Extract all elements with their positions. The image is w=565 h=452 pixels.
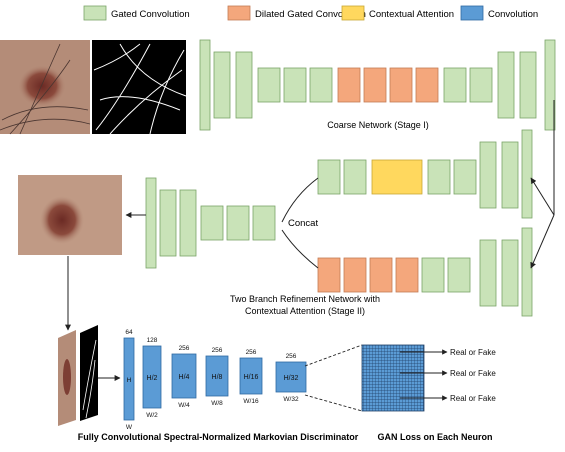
real-or-fake-label: Real or Fake	[450, 369, 496, 378]
discriminator-channel-label: 256	[246, 349, 257, 356]
coarse-network-label: Coarse Network (Stage I)	[327, 120, 429, 130]
discriminator-height-label: H/2	[147, 375, 158, 382]
refine-gated-layer	[200, 205, 224, 241]
upper-branch-merge	[281, 177, 319, 223]
discriminator-height-label: H/8	[212, 374, 223, 381]
discriminator-channel-label: 64	[125, 329, 133, 336]
legend-dilated-swatch	[227, 5, 251, 21]
coarse-dilated-layer	[389, 67, 413, 103]
legend-conv-label: Convolution	[488, 9, 538, 20]
concat-label: Concat	[288, 218, 318, 229]
discriminator-label: Fully Convolutional Spectral-Normalized …	[78, 432, 359, 442]
legend-attention-swatch	[341, 5, 365, 21]
discriminator-conv-layer	[239, 357, 263, 395]
discriminator-channel-label: 256	[212, 347, 223, 354]
refine-gated-layer	[343, 159, 367, 195]
discriminator-conv-layer	[123, 337, 135, 421]
coarse-network	[199, 39, 556, 131]
discriminator-width-label: W/8	[211, 400, 223, 407]
refine-gated-layer	[501, 239, 519, 307]
input-images	[0, 40, 187, 255]
discriminator-channel-label: 256	[286, 353, 297, 360]
refine-gated-layer	[479, 141, 497, 209]
refine-gated-layer	[226, 205, 250, 241]
refine-gated-layer	[479, 239, 497, 307]
refine-gated-layer	[447, 257, 471, 293]
discriminator-width-label: W	[126, 424, 133, 431]
skin-image-output	[18, 175, 122, 255]
coarse-gated-layer	[469, 67, 493, 103]
refine-dilated-layer	[369, 257, 393, 293]
refine-gated-layer	[453, 159, 477, 195]
legend: Gated Convolution Dilated Gated Convolut…	[83, 5, 538, 21]
discriminator-width-label: W/4	[178, 402, 190, 409]
refine-gated-layer	[159, 189, 177, 257]
refine-gated-layer	[427, 159, 451, 195]
hair-mask-input	[92, 40, 187, 135]
discriminator-height-label: H/16	[244, 374, 259, 381]
coarse-dilated-layer	[415, 67, 439, 103]
discriminator-inputs	[58, 325, 98, 426]
discriminator-conv-layer	[275, 361, 307, 393]
gan-loss-label: GAN Loss on Each Neuron	[377, 432, 492, 442]
real-or-fake-label: Real or Fake	[450, 348, 496, 357]
coarse-gated-layer	[309, 67, 333, 103]
legend-gated-swatch	[83, 5, 107, 21]
arrow-to-attention-branch	[530, 177, 555, 216]
discriminator-height-label: H/4	[179, 374, 190, 381]
legend-dilated-label: Dilated Gated Convolution	[255, 9, 366, 20]
coarse-gated-layer	[213, 51, 231, 119]
discriminator-width-label: W/32	[283, 396, 299, 403]
refine-gated-layer	[145, 177, 157, 269]
discriminator-channel-label: 128	[147, 337, 158, 344]
coarse-gated-layer	[235, 51, 253, 119]
refine-gated-layer	[421, 257, 445, 293]
legend-attention-label: Contextual Attention	[369, 9, 454, 20]
coarse-gated-layer	[497, 51, 515, 119]
discriminator-conv-layer	[142, 345, 162, 409]
coarse-gated-layer	[283, 67, 307, 103]
refine-dilated-layer	[343, 257, 367, 293]
coarse-gated-layer	[199, 39, 211, 131]
legend-gated-label: Gated Convolution	[111, 9, 190, 20]
refine-dilated-layer	[395, 257, 419, 293]
coarse-gated-layer	[544, 39, 556, 131]
discriminator-conv-layer	[171, 353, 197, 399]
refinement-network	[145, 129, 533, 317]
connectors	[65, 100, 555, 381]
real-or-fake-label: Real or Fake	[450, 394, 496, 403]
coarse-dilated-layer	[363, 67, 387, 103]
legend-conv-swatch	[460, 5, 484, 21]
discriminator-conv-layer	[205, 355, 229, 397]
refine-gated-layer	[252, 205, 276, 241]
discriminator-channel-label: 256	[179, 345, 190, 352]
coarse-gated-layer	[443, 67, 467, 103]
coarse-gated-layer	[519, 51, 537, 119]
gan-output-grid	[361, 344, 425, 412]
grid-projection-lines	[304, 344, 363, 412]
refine-gated-layer	[521, 129, 533, 219]
lower-branch-merge	[281, 229, 319, 269]
refine-gated-layer	[501, 141, 519, 209]
coarse-gated-layer	[257, 67, 281, 103]
discriminator-width-label: W/16	[243, 398, 259, 405]
skin-image-input	[0, 40, 91, 135]
arrow-to-dilated-branch	[530, 214, 555, 269]
refine-attention-layer	[371, 159, 423, 195]
refinement-label-line1: Two Branch Refinement Network with	[230, 294, 380, 304]
discriminator-width-label: W/2	[146, 412, 158, 419]
refinement-label-line2: Contextual Attention (Stage II)	[245, 306, 365, 316]
discriminator-height-label: H	[127, 377, 132, 384]
discriminator-mask-input	[80, 325, 98, 421]
refine-gated-layer	[179, 189, 197, 257]
coarse-dilated-layer	[337, 67, 361, 103]
refine-gated-layer	[521, 227, 533, 317]
refine-gated-layer	[317, 159, 341, 195]
refine-dilated-layer	[317, 257, 341, 293]
discriminator-height-label: H/32	[284, 375, 299, 382]
